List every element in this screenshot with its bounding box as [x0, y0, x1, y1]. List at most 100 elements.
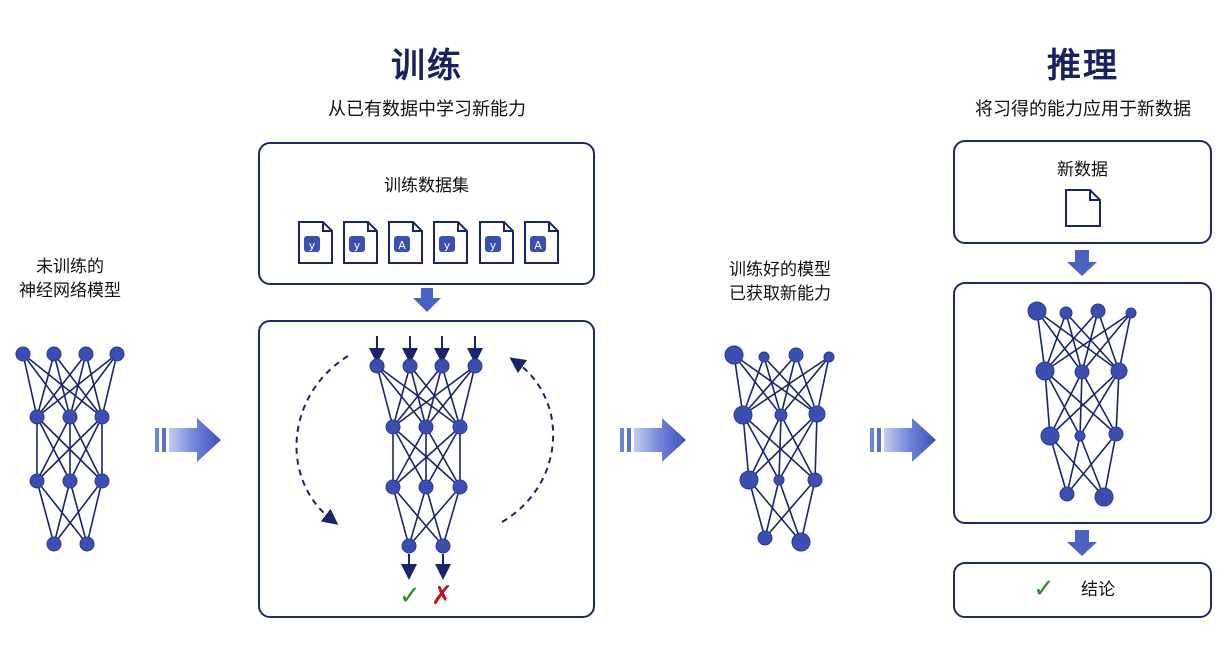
network-edge — [36, 353, 118, 418]
network-node — [1040, 426, 1060, 446]
network-edge — [742, 356, 830, 416]
training-subtitle: 从已有数据中学习新能力 — [328, 99, 526, 120]
network-node — [807, 472, 823, 488]
network-edge — [1081, 312, 1132, 373]
network-node — [385, 419, 401, 435]
network-node — [434, 358, 450, 374]
network-node — [1110, 362, 1128, 380]
network-edge — [1049, 435, 1105, 498]
inference-title: 推理 — [1047, 46, 1119, 86]
network-node — [467, 358, 483, 374]
network-node — [369, 358, 385, 374]
network-node — [78, 346, 94, 362]
network-node — [109, 346, 125, 362]
network-edge — [763, 356, 818, 415]
training-network — [369, 336, 483, 580]
document-fold — [548, 222, 558, 232]
wrong-cross-icon: ✗ — [431, 581, 453, 611]
network-node — [773, 474, 785, 486]
network-node — [452, 479, 468, 495]
network-edge — [778, 414, 782, 481]
inference-subtitle: 将习得的能力应用于新数据 — [975, 99, 1191, 120]
trained-model-label: 训练好的模型 已获取新能力 — [700, 258, 860, 306]
network-edge — [748, 479, 766, 539]
flow-arrow-2 — [620, 418, 686, 462]
network-edge — [748, 414, 782, 481]
untrained-model-label: 未训练的 神经网络模型 — [0, 255, 140, 303]
network-edge — [36, 480, 55, 545]
network-edge — [1066, 433, 1117, 495]
network-edge — [36, 416, 103, 482]
network-node — [94, 473, 110, 489]
network-edge — [780, 356, 830, 416]
network-edge — [36, 416, 71, 482]
network-edge — [742, 356, 765, 416]
document-image-badge — [349, 236, 365, 252]
network-node — [46, 536, 62, 552]
network-edge — [733, 354, 744, 416]
new-data-document-icon — [1065, 189, 1101, 227]
network-edge — [36, 353, 55, 418]
conclusion-label: 结论 — [1081, 580, 1115, 600]
network-edge — [1065, 312, 1083, 373]
network-edge — [748, 413, 818, 481]
network-node — [435, 538, 451, 554]
document-fold — [457, 222, 467, 232]
network-edge — [392, 486, 410, 547]
network-edge — [392, 365, 476, 428]
network-edge — [425, 365, 476, 428]
trained-network — [724, 345, 835, 552]
down-arrow-newdata — [1067, 250, 1097, 276]
network-edge — [764, 479, 816, 539]
network-edge — [425, 426, 461, 488]
network-edge — [1036, 310, 1046, 372]
untrained-label-line2: 神经网络模型 — [19, 281, 121, 301]
untrained-network — [15, 346, 125, 552]
network-node — [1074, 430, 1086, 442]
network-edge — [1044, 312, 1067, 372]
network-edge — [1036, 310, 1083, 373]
document-badge-glyph: y — [309, 239, 316, 252]
network-node — [724, 345, 744, 365]
network-node — [402, 358, 418, 374]
new-data-label: 新数据 — [1057, 160, 1108, 180]
network-edge — [742, 354, 797, 416]
network-edge — [1049, 370, 1120, 437]
network-edge — [763, 356, 782, 416]
network-node — [788, 347, 804, 363]
correct-check-icon: ✓ — [399, 581, 421, 611]
document-badge-glyph: y — [354, 239, 361, 252]
network-edge — [1079, 371, 1083, 437]
flow-arrow-1 — [155, 418, 221, 462]
network-edge — [459, 365, 476, 428]
document-fold — [503, 222, 513, 232]
network-edge — [1049, 371, 1083, 437]
document-fold — [412, 222, 422, 232]
network-edge — [1066, 435, 1081, 495]
network-node — [1090, 303, 1106, 319]
document-image-badge — [485, 236, 501, 252]
network-node — [757, 530, 773, 546]
network-edge — [764, 479, 780, 539]
network-node — [1125, 307, 1137, 319]
network-node — [774, 408, 788, 422]
network-edge — [392, 426, 427, 488]
feedback-arrow-left — [295, 355, 349, 525]
document-badge-glyph: y — [444, 239, 451, 252]
network-edge — [392, 426, 461, 488]
network-edge — [1118, 312, 1132, 372]
inference-network-box — [953, 282, 1212, 524]
network-node — [418, 419, 434, 435]
network-node — [1094, 487, 1114, 507]
document-image-badge — [439, 236, 455, 252]
network-node — [758, 351, 770, 363]
network-edge — [1036, 310, 1120, 372]
document-badge-glyph: y — [490, 239, 497, 252]
network-edge — [53, 480, 71, 545]
untrained-label-line1: 未训练的 — [36, 257, 104, 277]
network-edge — [22, 353, 38, 418]
network-edge — [814, 413, 818, 481]
network-node — [29, 409, 45, 425]
network-node — [29, 473, 45, 489]
